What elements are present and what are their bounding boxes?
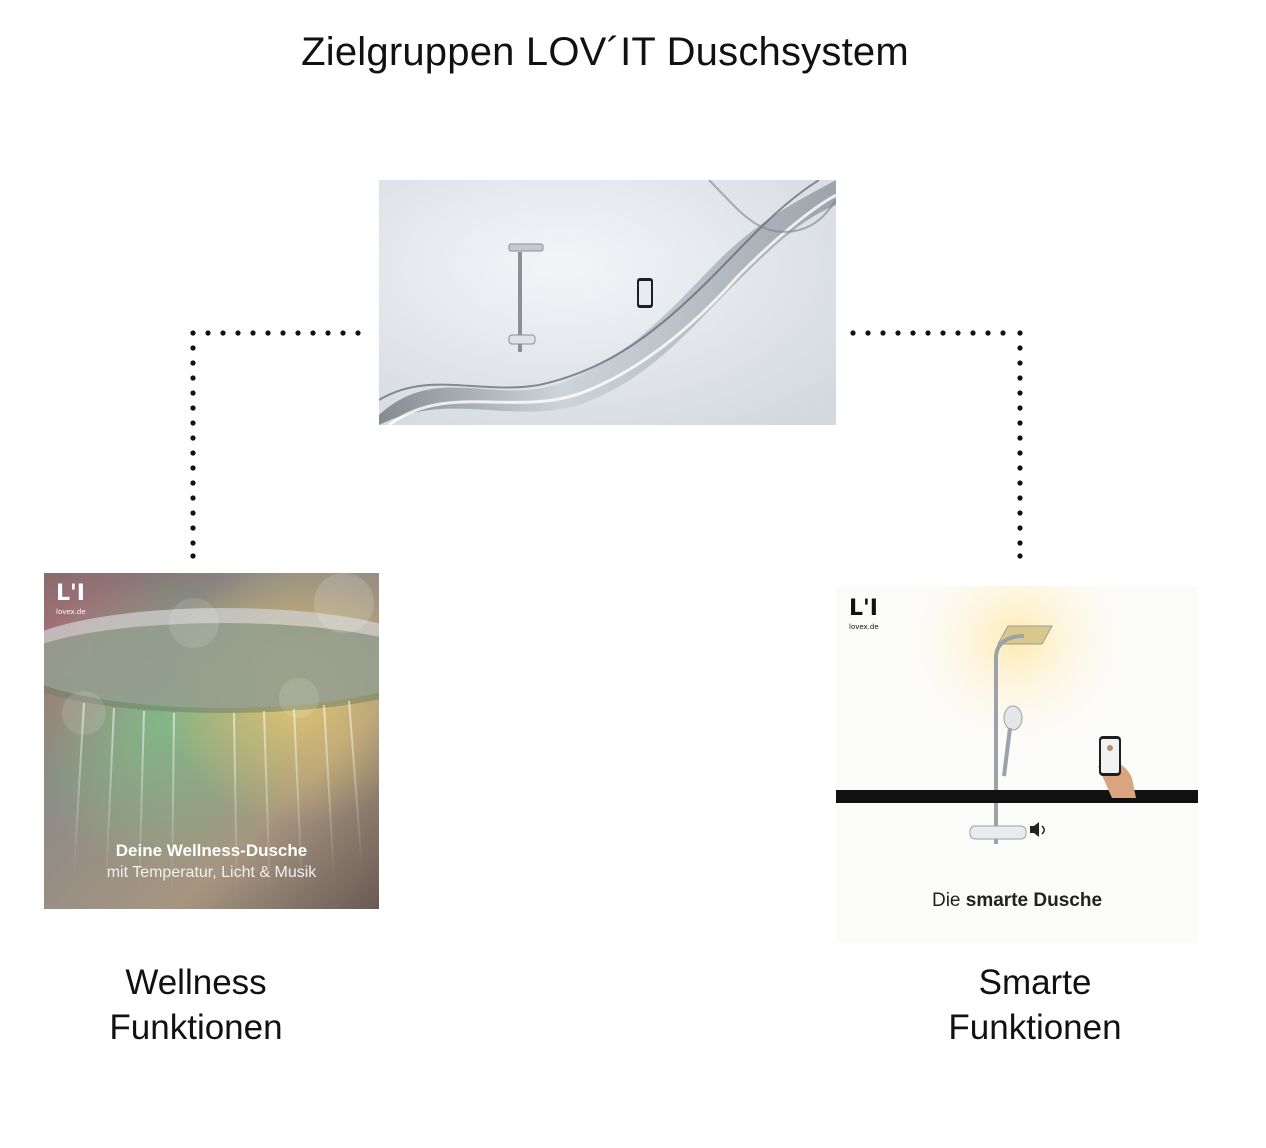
logo-mark: L'I: [849, 596, 878, 621]
wellness-label-line1: Wellness: [125, 963, 267, 1002]
logo-subtext: lovex.de: [849, 623, 879, 631]
wellness-shower-image: L'I lovex.de Deine Wellness-Dusche mit T…: [44, 573, 379, 909]
smart-label-line1: Smarte: [978, 963, 1092, 1002]
shower-water-splash-image: [379, 180, 836, 425]
smart-label: Smarte Funktionen: [905, 960, 1165, 1050]
smart-caption-prefix: Die: [931, 890, 961, 911]
lovit-logo: L'I: [56, 583, 85, 605]
wellness-subline: mit Temperatur, Licht & Musik: [106, 864, 317, 881]
smart-shower-image: L'I lovex.de Die smarte Dusche: [836, 586, 1198, 943]
wellness-label: Wellness Funktionen: [66, 960, 326, 1050]
connector-left-vertical: [190, 345, 196, 559]
page-title: Zielgruppen LOV´IT Duschsystem: [301, 30, 909, 74]
smart-caption: Die smarte Dusche: [836, 890, 1198, 912]
smart-label-line2: Funktionen: [948, 1008, 1122, 1047]
connector-left-horizontal: [190, 330, 361, 336]
wellness-label-line2: Funktionen: [109, 1008, 283, 1047]
wellness-headline: Deine Wellness-Dusche: [115, 841, 308, 860]
smart-caption-bold: smarte Dusche: [965, 890, 1103, 911]
lovit-logo: L'I: [849, 598, 878, 620]
connector-right-horizontal: [850, 330, 1023, 336]
logo-subtext: lovex.de: [56, 608, 86, 616]
connector-right-vertical: [1017, 345, 1023, 559]
logo-mark: L'I: [56, 581, 85, 606]
